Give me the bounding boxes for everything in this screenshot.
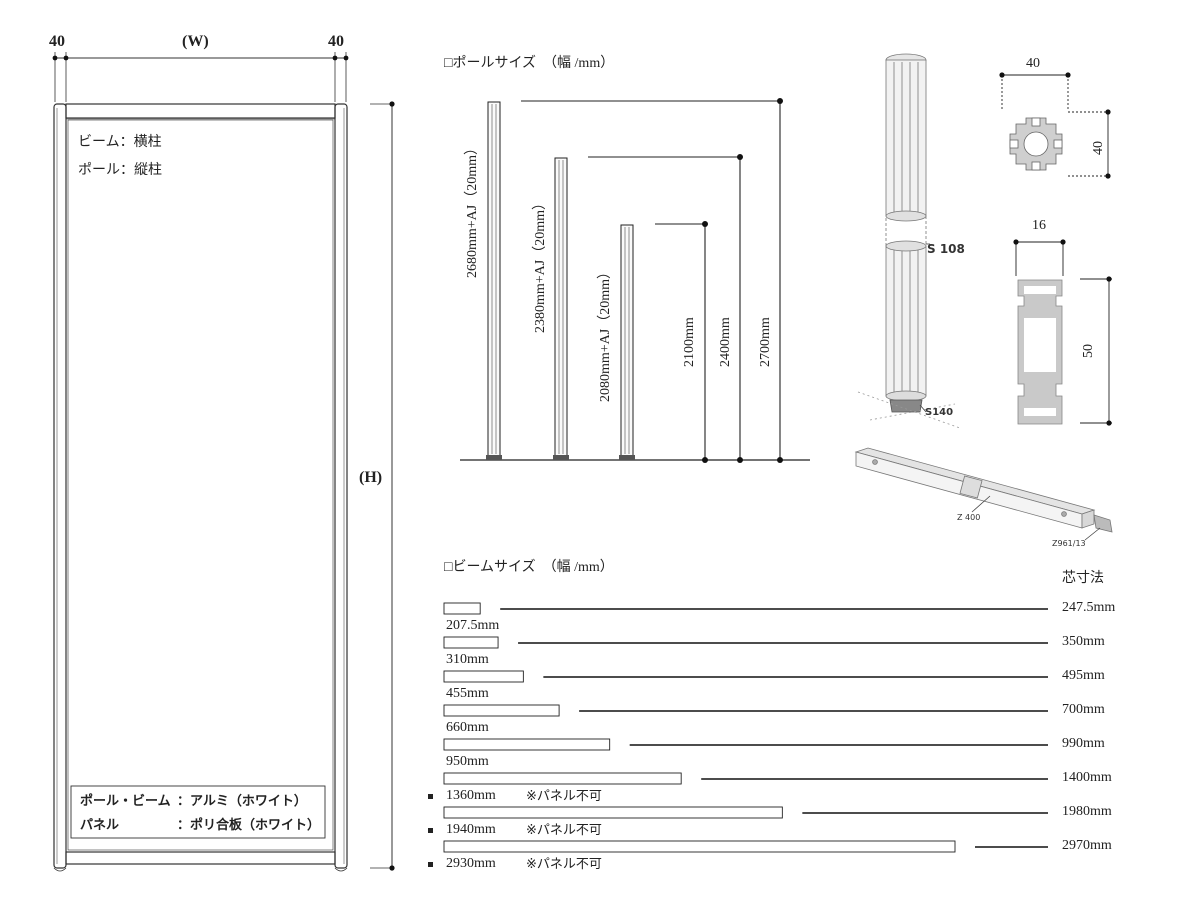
beam-note-bullet-6 <box>428 794 433 799</box>
beam-length-7: 1940mm <box>446 822 496 837</box>
beam-section-title: □ビームサイズ （幅 /mm） <box>444 560 614 575</box>
beam-bar-8 <box>443 840 956 853</box>
beam-note-7: ※パネル不可 <box>526 823 602 838</box>
pole-1-length-label: 2680mm+AJ（20mm） <box>465 140 480 278</box>
beam-center-2: 350mm <box>1062 634 1105 649</box>
beam-length-6: 1360mm <box>446 788 496 803</box>
foot-part-label: S140 <box>925 407 954 418</box>
connector-part-label: S 108 <box>927 242 965 256</box>
beam-bar-3 <box>443 670 524 683</box>
material-pole-beam-part: ポール・ビーム <box>80 793 171 808</box>
end-cap-part-label: Z961/13 <box>1052 539 1086 548</box>
beam-bar-2 <box>443 636 499 649</box>
left-post-width-label: 40 <box>49 33 65 50</box>
beam-profile-section <box>1013 239 1112 426</box>
beam-center-1: 247.5mm <box>1062 600 1116 615</box>
beam-length-8: 2930mm <box>446 856 496 871</box>
beam-bar-4 <box>443 704 560 717</box>
beam-length-3: 455mm <box>446 686 489 701</box>
pole-profile-section <box>999 72 1111 179</box>
pole-2-total-height: 2400mm <box>718 317 733 367</box>
beam-length-1: 207.5mm <box>446 618 500 633</box>
frame-diagram <box>52 52 395 872</box>
pole-3d-illustration <box>857 53 961 429</box>
beam-bar-1 <box>443 602 481 615</box>
beam-center-3: 495mm <box>1062 668 1105 683</box>
beam-center-6: 1400mm <box>1062 770 1112 785</box>
pole-profile-depth: 40 <box>1091 141 1106 155</box>
beam-profile-width: 16 <box>1032 218 1046 233</box>
beam-center-7: 1980mm <box>1062 804 1112 819</box>
material-panel-value: ：ポリ合板（ホワイト） <box>177 817 321 832</box>
beam-bar-7 <box>443 806 783 819</box>
right-post-width-label: 40 <box>328 33 344 50</box>
beam-bar-6 <box>443 772 682 785</box>
pole-3-total-height: 2100mm <box>682 317 697 367</box>
legend-pole: ポール：縦柱 <box>78 163 162 178</box>
beam-note-8: ※パネル不可 <box>526 857 602 872</box>
beam-note-bullet-8 <box>428 862 433 867</box>
beam-profile-height: 50 <box>1081 344 1096 358</box>
width-label: (W) <box>182 33 209 50</box>
beam-length-2: 310mm <box>446 652 489 667</box>
center-dimension-header: 芯寸法 <box>1062 571 1104 586</box>
beam-bar-5 <box>443 738 611 751</box>
pole-2-length-label: 2380mm+AJ（20mm） <box>533 195 548 333</box>
material-pole-beam-value: ：アルミ（ホワイト） <box>177 793 307 808</box>
pole-3-length-label: 2080mm+AJ（20mm） <box>598 264 613 402</box>
beam-length-5: 950mm <box>446 754 489 769</box>
pole-section-title: □ポールサイズ （幅 /mm） <box>444 56 615 71</box>
pole-profile-width: 40 <box>1026 56 1040 71</box>
beam-length-4: 660mm <box>446 720 489 735</box>
pole-1-total-height: 2700mm <box>758 317 773 367</box>
beam-note-bullet-7 <box>428 828 433 833</box>
beam-note-6: ※パネル不可 <box>526 789 602 804</box>
beam-center-5: 990mm <box>1062 736 1105 751</box>
height-label: (H) <box>359 469 383 486</box>
legend-beam: ビーム：横柱 <box>78 135 162 150</box>
beam-center-8: 2970mm <box>1062 838 1112 853</box>
beam-part-label: Z 400 <box>957 513 981 522</box>
beam-3d-illustration <box>854 447 1113 541</box>
pole-size-diagram <box>460 98 810 463</box>
beam-center-4: 700mm <box>1062 702 1105 717</box>
material-panel-part: パネル <box>80 817 120 832</box>
